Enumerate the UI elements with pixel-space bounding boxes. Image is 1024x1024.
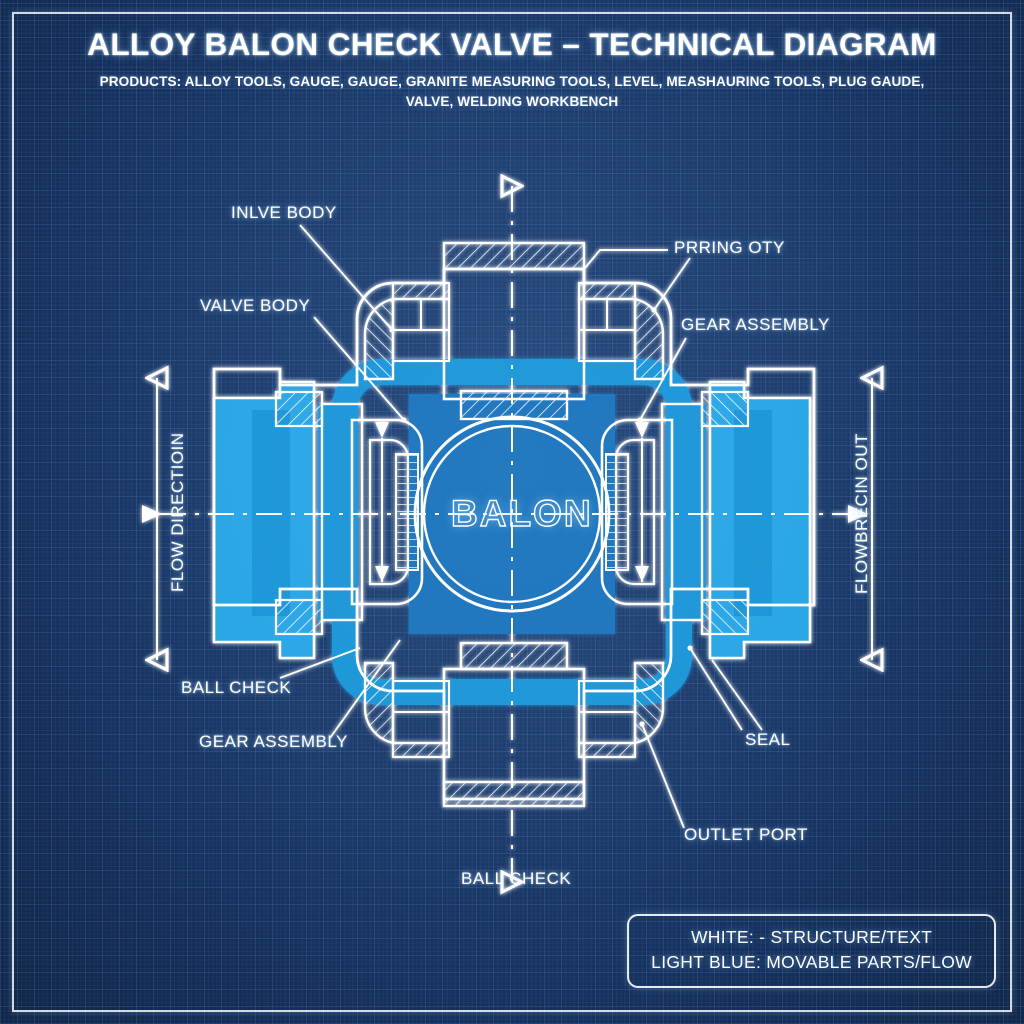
- label-flow-direction-left: FLOW DIRECTIOIN: [168, 432, 187, 592]
- leader-dot-valve: [401, 417, 407, 423]
- leader-gear-assembly-left: [329, 639, 401, 739]
- label-flow-direction-right: FLOWBRECIN OUT: [852, 433, 871, 594]
- leader-gear-assembly-right: [639, 337, 687, 421]
- leader-ball-check-left: [279, 647, 361, 679]
- left-port: [212, 380, 424, 660]
- leader-seal-2: [711, 659, 763, 731]
- left-flange-hatch-top: [274, 390, 324, 428]
- leader-seal-1: [689, 647, 743, 731]
- label-ball-check-left: BALL CHECK: [181, 678, 292, 697]
- legend-line-light-blue: LIGHT BLUE: MOVABLE PARTS/FLOW: [651, 952, 972, 972]
- label-prring-oty: PRRING OTY: [674, 238, 785, 257]
- leader-prring-oty: [584, 249, 668, 269]
- leader-dot-seal: [687, 645, 693, 651]
- label-gear-assembly-left: GEAR ASSEMBLY: [199, 732, 348, 751]
- center-ball-label: BALON: [450, 492, 593, 534]
- leader-outlet-port: [641, 723, 685, 829]
- top-left-collar-hatch: [391, 281, 451, 301]
- legend-line-white: WHITE: - STRUCTURE/TEXT: [690, 927, 933, 947]
- left-chamber: [350, 418, 424, 606]
- diagram-header: ALLOY BALON CHECK VALVE – TECHNICAL DIAG…: [0, 26, 1024, 112]
- valve-assembly: [142, 186, 872, 882]
- leader-dots: [389, 307, 693, 727]
- bottom-right-collar-hatch: [577, 741, 637, 759]
- label-ball-check-bottom: BALL CHECK: [461, 869, 572, 888]
- right-chamber: [600, 418, 674, 606]
- label-seal: SEAL: [745, 730, 791, 749]
- leader-lines: [279, 224, 763, 829]
- right-flange-hatch-bottom: [700, 598, 750, 636]
- bottom-left-collar-hatch: [391, 741, 451, 759]
- top-port-cap-hatch: [442, 241, 586, 271]
- body-outer-outline: [212, 269, 816, 705]
- bottom-outlet-port: [363, 641, 665, 808]
- right-port: [600, 380, 812, 660]
- leader-prring-oty-2: [653, 257, 691, 311]
- left-flange-hatch-bottom: [274, 598, 324, 636]
- subtitle-line-2: VALVE, WELDING WORKBENCH: [405, 94, 619, 109]
- leader-dot-prring: [651, 307, 657, 313]
- label-valve-body: VALVE BODY: [200, 296, 311, 315]
- label-gear-assembly-right: GEAR ASSEMBLY: [681, 315, 830, 334]
- bottom-port-cap-hatch: [442, 780, 586, 808]
- leader-valve-body: [313, 316, 405, 421]
- top-right-collar-hatch: [577, 281, 637, 301]
- bottom-port-gasket: [459, 641, 569, 671]
- top-right-shoulder: [633, 297, 665, 381]
- label-outlet-port: OUTLET PORT: [684, 825, 808, 844]
- page-title: ALLOY BALON CHECK VALVE – TECHNICAL DIAG…: [87, 26, 937, 62]
- leader-inlve-body: [299, 224, 393, 331]
- subtitle-line-1: PRODUCTS: ALLOY TOOLS, GAUGE, GAUGE, GRA…: [99, 74, 925, 89]
- bottom-right-shoulder: [633, 661, 665, 745]
- legend-box: WHITE: - STRUCTURE/TEXT LIGHT BLUE: MOVA…: [627, 914, 996, 988]
- subtitle-block: PRODUCTS: ALLOY TOOLS, GAUGE, GAUGE, GRA…: [0, 72, 1024, 112]
- top-port-gasket: [459, 389, 569, 421]
- label-inlve-body: INLVE BODY: [231, 203, 337, 222]
- top-left-shoulder: [363, 297, 395, 381]
- leader-dot-outlet: [639, 721, 645, 727]
- bottom-left-shoulder: [363, 661, 395, 745]
- right-flange-hatch-top: [700, 390, 750, 428]
- leader-dot-inlve: [389, 327, 395, 333]
- leader-dot-gear-right: [637, 417, 643, 423]
